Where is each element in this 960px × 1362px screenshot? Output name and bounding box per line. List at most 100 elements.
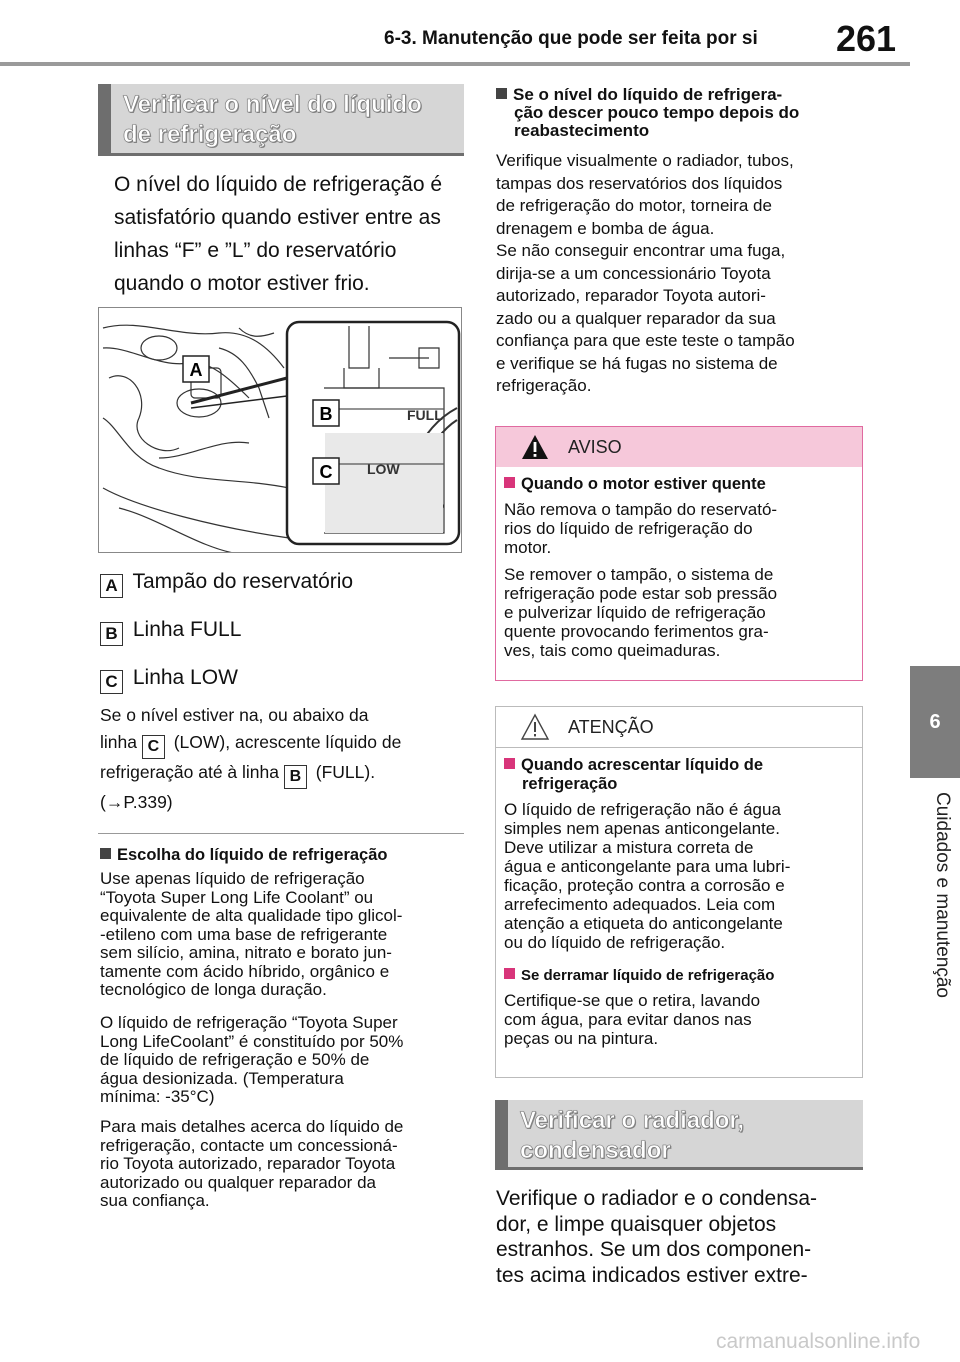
section-heading-line2: condensador (520, 1137, 671, 1165)
text-line: Use apenas líquido de refrigeração (100, 869, 365, 888)
text-line: ficação, proteção contra a corrosão e (504, 876, 785, 895)
section-heading-radiator: Verificar o radiador, condensador (495, 1100, 863, 1170)
text-line: dor, e limpe quaisquer objetos (496, 1212, 777, 1236)
warning-subheading-text: Quando o motor estiver quente (521, 475, 766, 493)
coolant-reservoir-figure: FULL LOW A B C (98, 307, 462, 553)
legend-text-c: Linha LOW (132, 666, 238, 689)
text-line: Deve utilizar a mistura correta de (504, 838, 754, 857)
text-line: Se remover o tampão, o sistema de (504, 565, 774, 584)
text-line: dirija-se a um concessionário Toyota (496, 263, 771, 283)
section-heading-line1: Verificar o nível do líquido (123, 91, 422, 119)
choice-heading: Escolha do líquido de refrigeração (100, 846, 387, 865)
text-line: quente provocando ferimentos gra- (504, 622, 769, 641)
legend-key-a: A (100, 574, 123, 598)
marker-c: C (320, 462, 333, 482)
inline-key-b: B (283, 765, 307, 789)
text-line: de refrigeração do motor, torneira de (496, 196, 772, 215)
warning-paragraph-1: Não remova o tampão do reservató- rios d… (504, 500, 862, 557)
text-line: sem silício, amina, nitrato e borato jun… (100, 943, 392, 962)
text-line: O líquido de refrigeração não é água (504, 800, 781, 819)
choice-paragraph-3: Para mais detalhes acerca do líquido de … (100, 1117, 470, 1211)
page-number: 261 (836, 18, 897, 59)
warning-paragraph-2: Se remover o tampão, o sistema de refrig… (504, 565, 862, 660)
text-line: Verifique o radiador e o condensa- (496, 1187, 818, 1210)
text-line: rios do líquido de refrigeração do (504, 519, 753, 538)
intro-line: linhas “F” e ”L” do reservatório (114, 239, 397, 262)
text-line: mínima: -35°C) (100, 1087, 215, 1106)
text-line: tecnológico de longa duração. (100, 980, 327, 999)
text-line: drenagem e bomba de água. (496, 218, 715, 238)
bullet-square-icon (504, 477, 515, 488)
warning-header: AVISO (496, 427, 862, 467)
text-line: peças ou na pintura. (504, 1029, 659, 1048)
legend-item-a: A Tampão do reservatório (100, 570, 353, 598)
caution-subheading-1: Quando acrescentar líquido de refrigeraç… (504, 756, 862, 794)
choice-heading-text: Escolha do líquido de refrigeração (117, 846, 388, 864)
caution-paragraph-2: Certifique-se que o retira, lavando com … (504, 991, 862, 1048)
level-note-line: linha C (LOW), acrescente líquido de (100, 729, 464, 759)
warning-subheading: Quando o motor estiver quente (504, 475, 862, 494)
section-divider (98, 833, 464, 834)
text-line: confiança para que este teste o tampão (496, 331, 795, 350)
text-line: Certifique-se que o retira, lavando (504, 991, 761, 1010)
text-line: sua confiança. (100, 1191, 210, 1210)
caution-box: ATENÇÃO Quando acrescentar líquido de re… (495, 706, 863, 1078)
text-line: tamente com ácido híbrido, orgânico e (100, 961, 390, 981)
caution-subheading-text: Quando acrescentar líquido de (521, 756, 764, 774)
text-line: com água, para evitar danos nas (504, 1010, 752, 1029)
text-line: simples nem apenas anticongelante. (504, 819, 780, 838)
drop-heading-line: ção descer pouco tempo depois do (514, 103, 800, 122)
text-line: água desionizada. (Temperatura (100, 1068, 344, 1088)
page-reference-link[interactable]: (→P.339) (100, 792, 173, 812)
intro-line: O nível do líquido de refrigeração é (114, 173, 443, 196)
drop-heading-text: Se o nível do líquido de refrigera- (513, 85, 783, 104)
caution-paragraph-1: O líquido de refrigeração não é água sim… (504, 800, 862, 952)
bullet-square-icon (504, 968, 515, 979)
chapter-number-tab[interactable]: 6 (910, 666, 960, 778)
legend-text-b: Linha FULL (132, 618, 242, 641)
text-line: água e anticongelante para uma lubri- (504, 857, 791, 876)
caution-subheading-2: Se derramar líquido de refrigeração (504, 966, 862, 985)
chapter-title: Cuidados e manutenção (932, 792, 953, 998)
section-heading-coolant-level: Verificar o nível do líquido de refriger… (98, 84, 464, 156)
legend-item-c: C Linha LOW (100, 666, 238, 694)
intro-line: quando o motor estiver frio. (114, 272, 370, 295)
intro-paragraph: O nível do líquido de refrigeração é sat… (114, 168, 464, 300)
text-line: refrigeração. (496, 376, 592, 395)
marker-b: B (320, 404, 333, 424)
text-line: atenção a etiqueta do anticongelante (504, 914, 783, 933)
level-note-line: refrigeração até à linha B (FULL). (100, 759, 464, 789)
marker-c-box (312, 457, 340, 485)
choice-paragraph-1: Use apenas líquido de refrigeração “Toyo… (100, 869, 470, 1000)
text-line: estranhos. Se um dos componen- (496, 1238, 812, 1261)
text-line: rio Toyota autorizado, reparador Toyota (100, 1154, 396, 1173)
text-line: arrefecimento adequados. Leia com (504, 895, 776, 914)
text-line: Long LifeCoolant” é constituído por 50% (100, 1031, 404, 1051)
drop-body: Verifique visualmente o radiador, tubos,… (496, 150, 866, 398)
bullet-square-icon (496, 88, 507, 99)
section-heading-line2: de refrigeração (123, 121, 297, 149)
level-note-text: (LOW), acrescente líquido de (173, 732, 402, 752)
text-line: e verifique se há fugas no sistema de (496, 353, 778, 373)
warning-content: Quando o motor estiver quente Não remova… (496, 467, 862, 660)
full-mark-text: FULL (407, 407, 443, 423)
text-line: -etileno com uma base de refrigerante (100, 924, 388, 944)
low-mark-text: LOW (367, 461, 400, 477)
caution-subheading-line: refrigeração (522, 775, 618, 793)
header-title: 6-3. Manutenção que pode ser feita por s… (384, 28, 758, 49)
legend-key-b: B (100, 622, 123, 646)
choice-paragraph-2: O líquido de refrigeração “Toyota Super … (100, 1013, 470, 1107)
watermark: carmanualsonline.info (716, 1330, 921, 1353)
radiator-paragraph: Verifique o radiador e o condensa- dor, … (496, 1186, 876, 1288)
caution-header: ATENÇÃO (496, 707, 862, 748)
drop-heading-line: Se o nível do líquido de refrigera- (496, 86, 866, 104)
text-line: de líquido de refrigeração e 50% de (100, 1050, 370, 1069)
text-line: zado ou a qualquer reparador da sua (496, 308, 776, 328)
warning-triangle-icon (522, 435, 548, 459)
level-note: Se o nível estiver na, ou abaixo da linh… (100, 702, 464, 816)
text-line: Verifique visualmente o radiador, tubos, (496, 151, 794, 170)
marker-a-box (182, 355, 210, 383)
caution-triangle-icon (520, 713, 550, 740)
level-note-line: Se o nível estiver na, ou abaixo da (100, 705, 369, 725)
text-line: ves, tais como queimaduras. (504, 641, 721, 660)
